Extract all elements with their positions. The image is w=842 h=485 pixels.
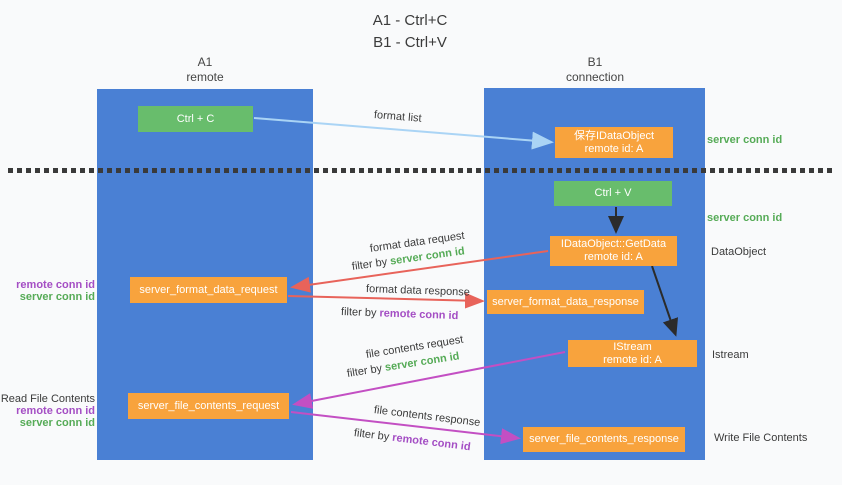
- arrow-format-data-response: [287, 292, 485, 309]
- node-getdata: IDataObject::GetData remote id: A: [550, 236, 677, 266]
- annotation-remote-conn-id-bottom-left: remote conn id: [16, 405, 95, 417]
- title-line-1: A1 - Ctrl+C: [372, 12, 448, 29]
- arrow-file-contents-response: [290, 411, 521, 445]
- node-server-format-data-request: server_format_data_request: [130, 277, 287, 303]
- annotation-write-file-contents: Write File Contents: [714, 432, 808, 444]
- arrow-getdata-to-istream: [651, 265, 679, 337]
- node-save-dataobject: 保存IDataObject remote id: A: [555, 127, 673, 158]
- lane-b-subtitle: connection: [565, 70, 625, 84]
- node-ctrl-v: Ctrl + V: [554, 181, 672, 206]
- node-getdata-line2: remote id: A: [584, 251, 643, 263]
- lane-header-b1: B1 connection: [540, 55, 650, 85]
- filter-by-text: filter by: [340, 306, 377, 320]
- diagram-title: A1 - Ctrl+C B1 - Ctrl+V: [325, 10, 495, 54]
- arrow-format-data-request: [290, 250, 549, 293]
- node-server-format-data-request-label: server_format_data_request: [139, 283, 278, 296]
- annotation-remote-conn-id-top-left: remote conn id: [16, 279, 95, 291]
- node-server-format-data-response-label: server_format_data_response: [492, 295, 639, 308]
- arrow-file-contents-request: [292, 351, 566, 409]
- title-line-2: B1 - Ctrl+V: [373, 33, 447, 51]
- annotation-server-conn-id-bottom-left: server conn id: [19, 417, 95, 429]
- node-server-file-contents-response: server_file_contents_response: [523, 427, 685, 452]
- lane-header-a1: A1 remote: [150, 55, 260, 85]
- node-server-file-contents-request: server_file_contents_request: [128, 393, 289, 419]
- node-getdata-line1: IDataObject::GetData: [560, 238, 667, 250]
- annotation-server-conn-id-mid-right: server conn id: [707, 212, 783, 224]
- node-ctrl-c: Ctrl + C: [138, 106, 253, 132]
- annotation-server-conn-id-top-right: server conn id: [707, 134, 783, 146]
- annotation-istream: Istream: [712, 349, 749, 361]
- node-server-file-contents-response-label: server_file_contents_response: [529, 433, 679, 445]
- node-server-file-contents-request-label: server_file_contents_request: [137, 399, 280, 412]
- lane-a-subtitle: remote: [186, 70, 224, 84]
- lane-b-name: B1: [587, 55, 603, 69]
- lane-a-name: A1: [197, 55, 213, 69]
- node-server-format-data-response: server_format_data_response: [487, 290, 644, 314]
- annotation-dataobject: DataObject: [711, 246, 767, 258]
- annotation-server-conn-id-top-left: server conn id: [19, 291, 95, 303]
- arrow-format-list: [253, 117, 554, 150]
- annotation-read-file-contents: Read File Contents: [0, 393, 95, 405]
- node-istream-line2: remote id: A: [603, 353, 662, 366]
- node-save-dataobject-line2: remote id: A: [584, 142, 644, 155]
- session-divider-dotted-line: [8, 168, 836, 173]
- node-istream-line1: IStream: [613, 340, 652, 353]
- node-ctrl-c-label: Ctrl + C: [176, 112, 215, 125]
- node-save-dataobject-line1: 保存IDataObject: [573, 129, 655, 142]
- node-istream: IStream remote id: A: [568, 340, 697, 367]
- node-ctrl-v-label: Ctrl + V: [594, 187, 632, 199]
